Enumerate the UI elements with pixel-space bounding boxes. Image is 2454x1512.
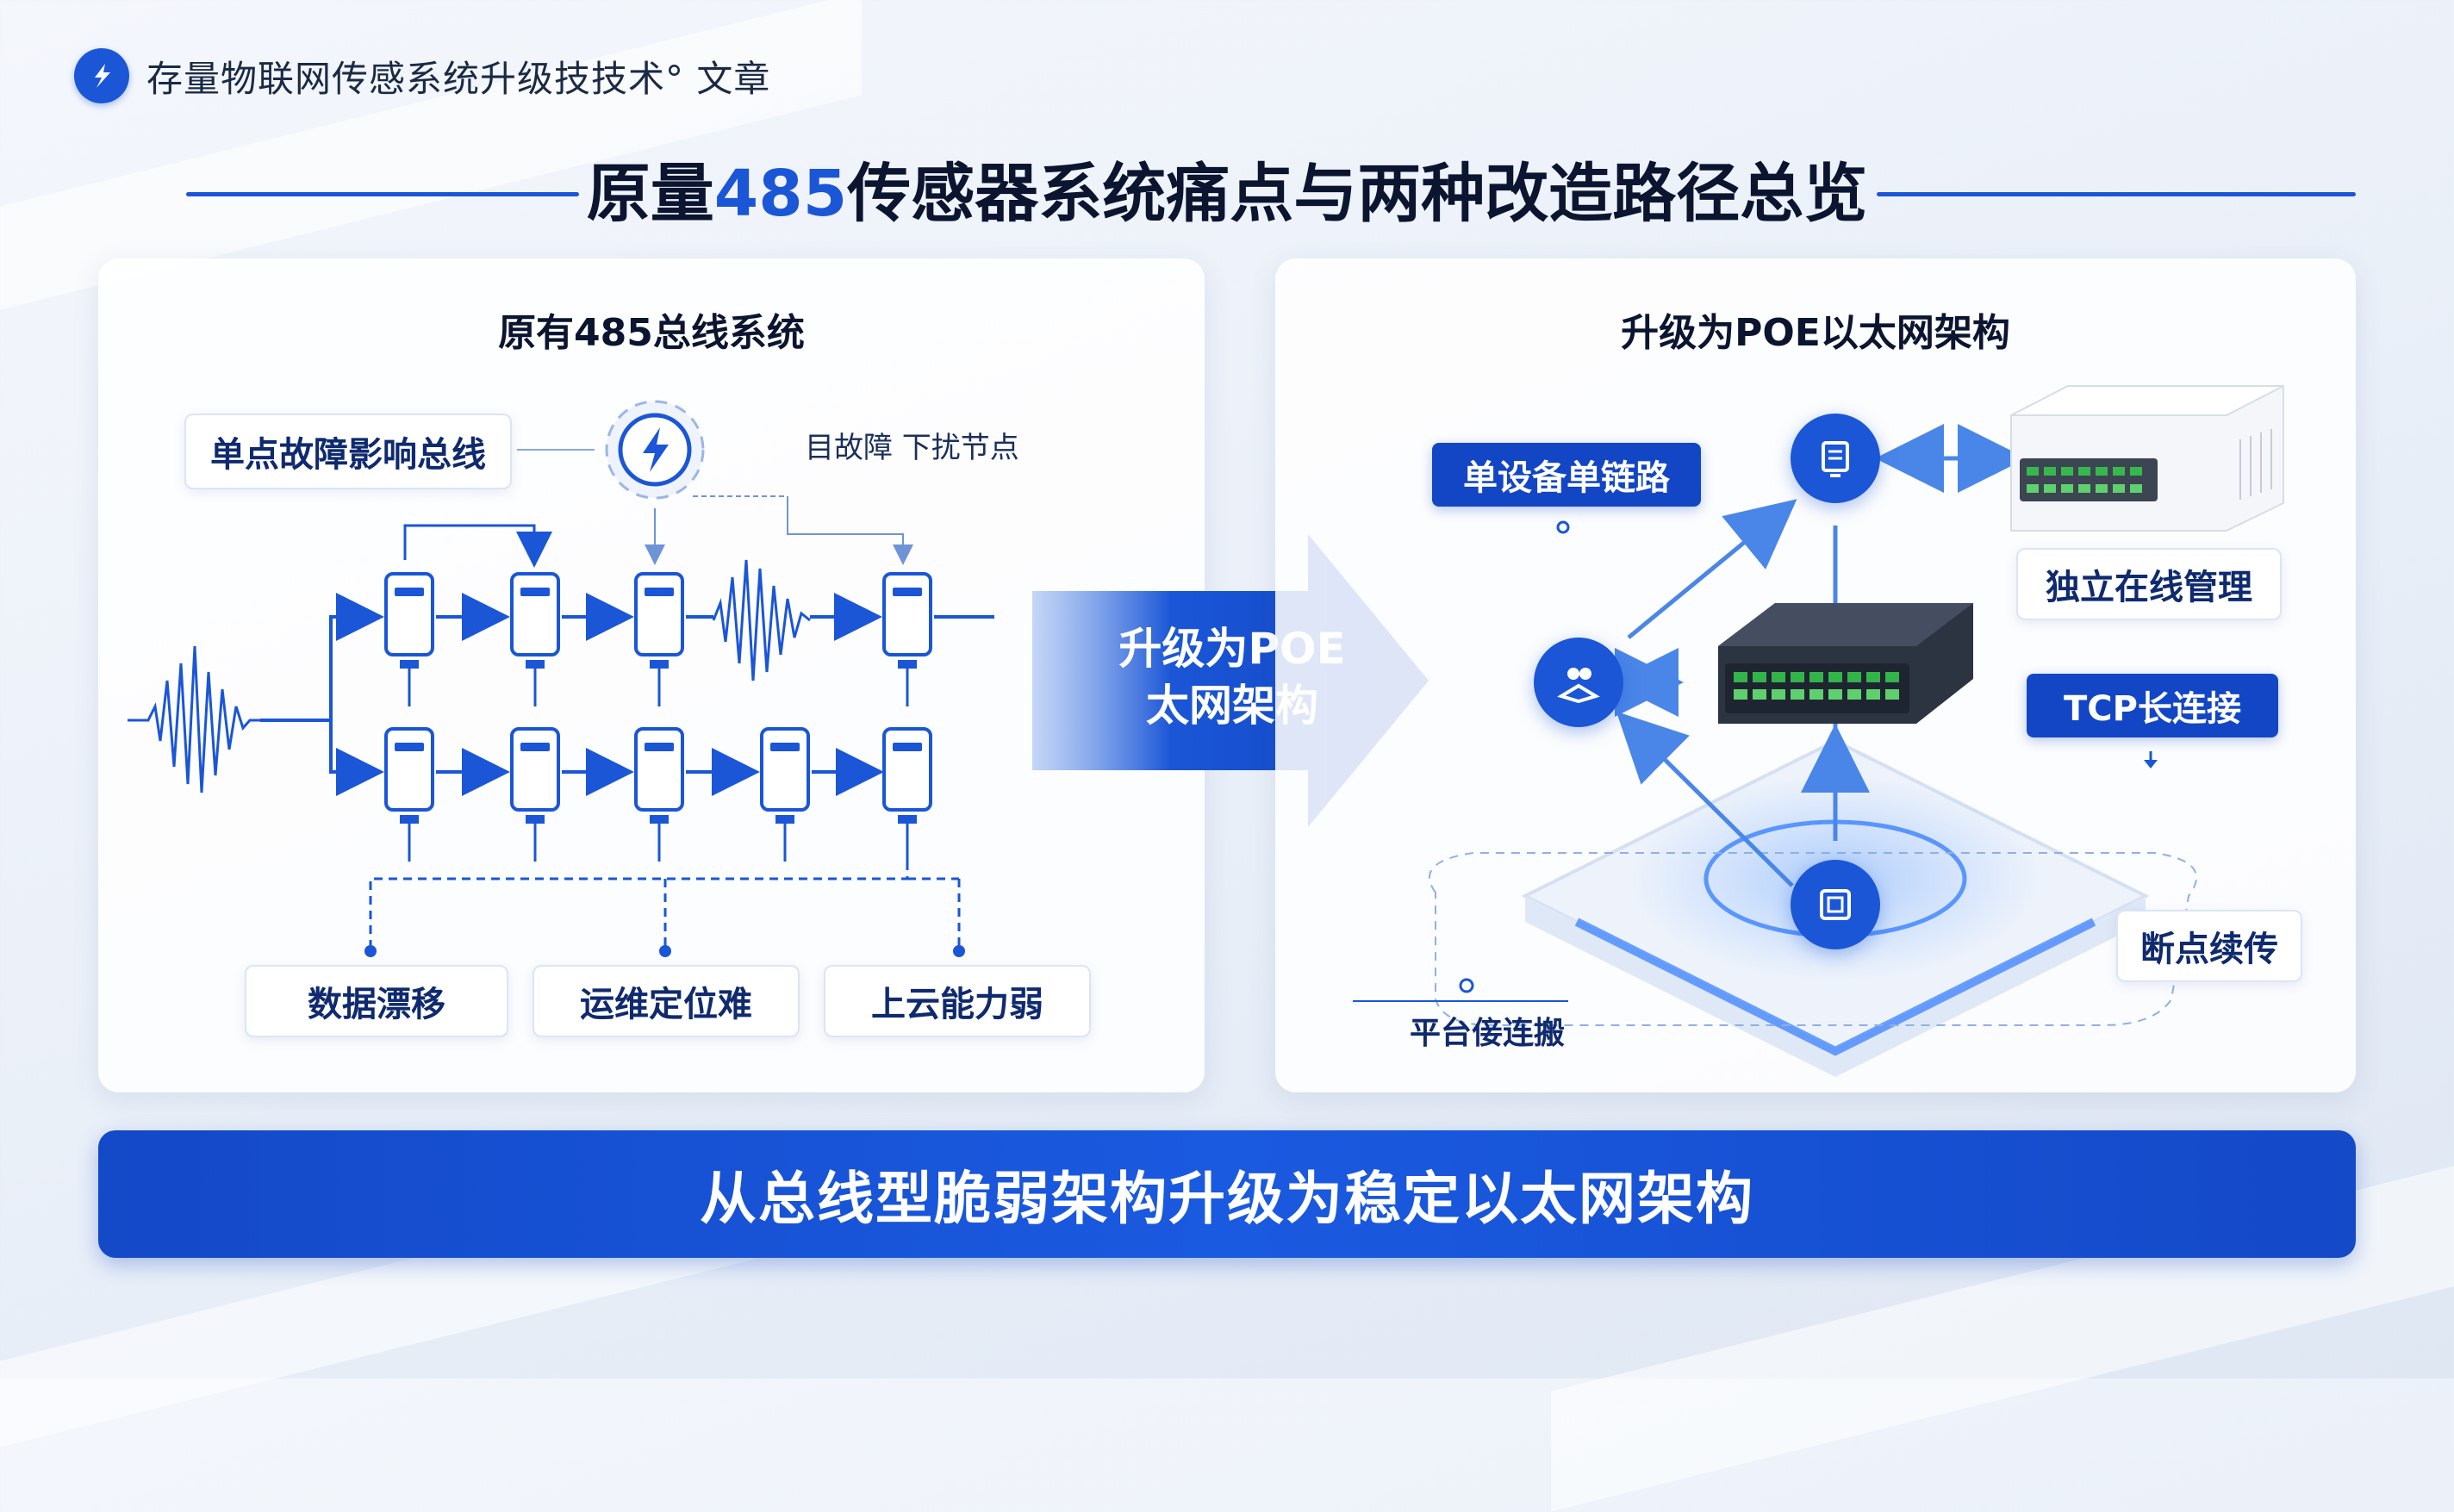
- platform-label: 平台倿连搬: [1410, 1016, 1566, 1051]
- left-panel: 原有485总线系统: [98, 258, 1205, 1092]
- sensor-node: [510, 727, 560, 812]
- banner-text: 从总线型脆弱架构升级为稳定以太网架构: [700, 1166, 1754, 1232]
- tcp-label: TCP长连接: [2027, 674, 2278, 737]
- header: 存量物联网传感系统升级技技术° 文章: [74, 48, 770, 103]
- page-title: 原量485传感器系统痛点与两种改造路径总览: [586, 157, 1868, 231]
- sensor-node: [384, 727, 434, 812]
- device-icon: [1791, 414, 1880, 503]
- users-icon: [1534, 638, 1623, 727]
- right-panel: 升级为POE以太网架构: [1275, 258, 2356, 1092]
- server-icon: [2010, 385, 2284, 532]
- switch-icon: [1718, 603, 1973, 724]
- title-line-left: [186, 192, 579, 196]
- sensor-node: [510, 572, 560, 656]
- resume-label: 断点续传: [2116, 910, 2302, 982]
- sensor-node: [634, 727, 684, 812]
- sensor-node: [634, 572, 684, 656]
- sensor-node: [882, 572, 932, 656]
- bus-diagram: [128, 400, 994, 957]
- sensor-node: [384, 572, 434, 656]
- sensor-node: [760, 727, 810, 812]
- fault-label: 单点故障影响总线: [184, 414, 512, 489]
- independent-mgmt-label: 独立在线管理: [2016, 548, 2282, 620]
- brand-text: 存量物联网传感系统升级技技术° 文章: [146, 57, 771, 100]
- waveform-mid: [712, 559, 811, 681]
- waveform-left: [128, 645, 260, 793]
- pain-point-data-drift: 数据漂移: [245, 965, 508, 1037]
- left-panel-title: 原有485总线系统: [498, 311, 805, 355]
- pain-point-ops-locate: 运维定位难: [533, 965, 800, 1037]
- single-link-label: 单设备单链路: [1432, 443, 1701, 507]
- pain-point-cloud: 上云能力弱: [824, 965, 1091, 1037]
- bottom-banner: 从总线型脆弱架构升级为稳定以太网架构: [98, 1130, 2356, 1258]
- server-node-icon: [1791, 860, 1880, 949]
- interference-label: 目故障 下扰节点: [805, 431, 1019, 465]
- right-panel-title: 升级为POE以太网架构: [1621, 311, 2010, 355]
- title-line-right: [1877, 192, 2356, 196]
- sensor-node: [882, 727, 932, 812]
- logo-icon: [74, 48, 129, 103]
- title-row: 原量485传感器系统痛点与两种改造路径总览: [0, 155, 2454, 233]
